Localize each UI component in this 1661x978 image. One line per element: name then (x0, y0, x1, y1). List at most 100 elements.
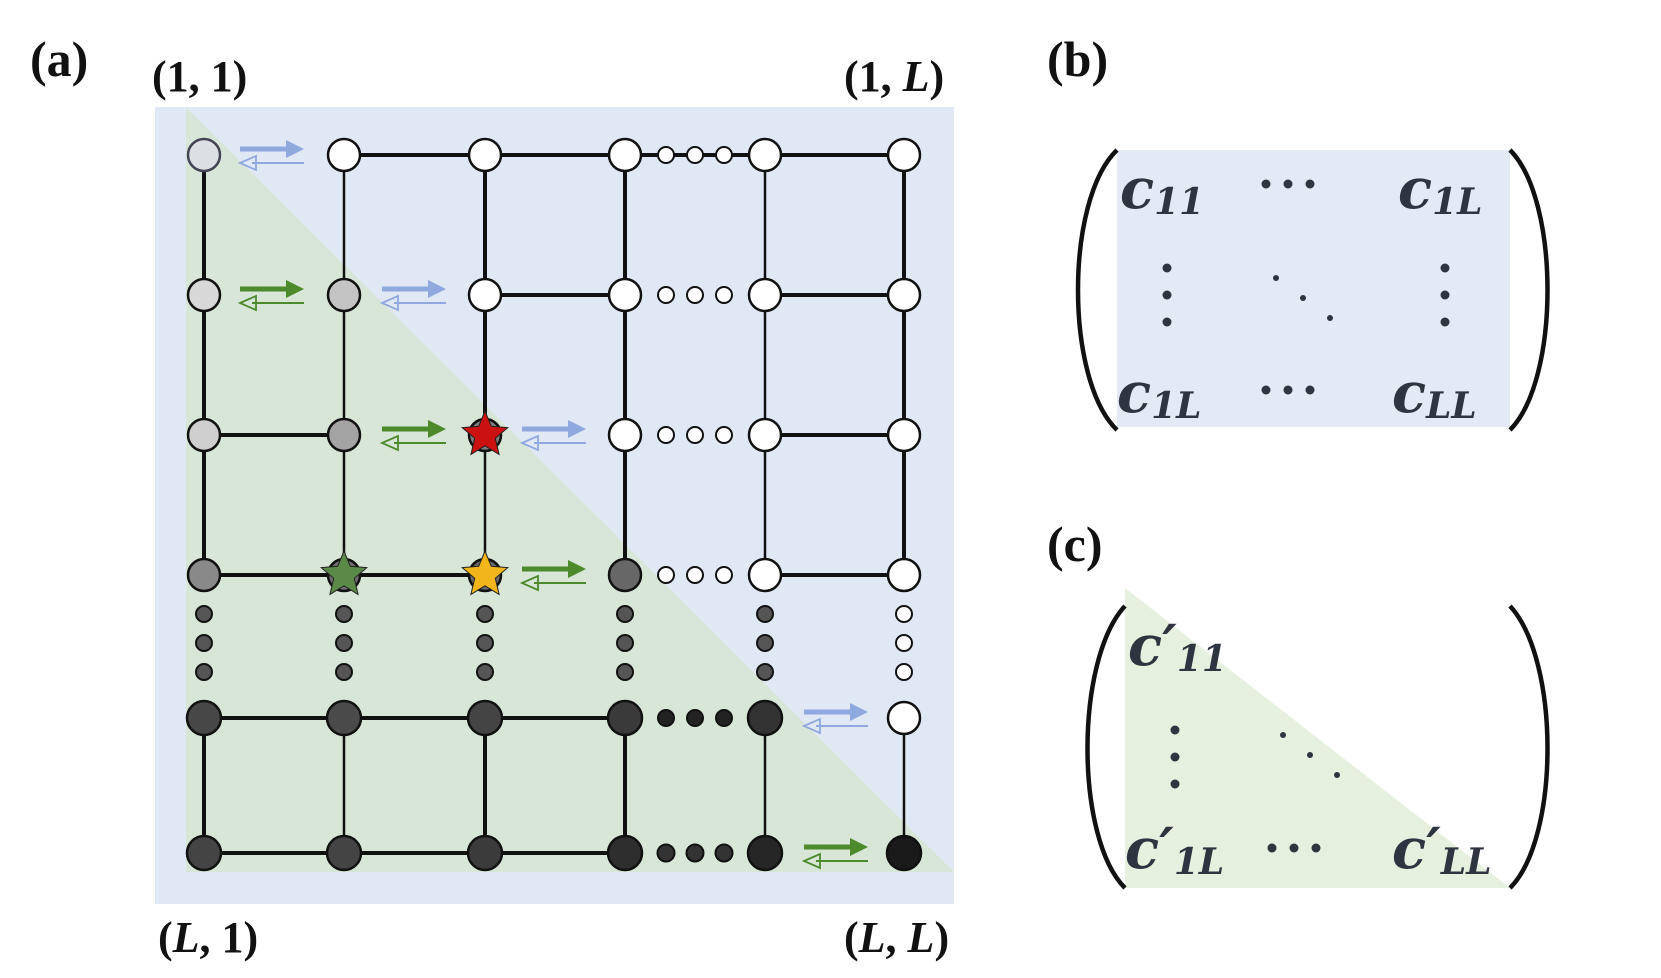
ellipsis-dot (195, 634, 213, 652)
ellipsis-dot (686, 286, 704, 304)
ellipsis-dot (616, 634, 634, 652)
ellipsis-dot (657, 426, 675, 444)
lattice-site (467, 277, 503, 313)
exchange-arrows-icon (237, 140, 304, 172)
matrix-b-vdots-right (1440, 263, 1450, 273)
green-star-icon (319, 549, 369, 596)
matrix-b-ellipses (1162, 179, 1450, 395)
ellipsis-dot (335, 605, 353, 623)
lattice-site (886, 417, 922, 453)
exchange-arrows-icon (801, 703, 868, 735)
lattice-site (747, 417, 783, 453)
matrix-c-entry-bottom-left: c′1L (1125, 816, 1224, 883)
ellipsis-dot (657, 146, 675, 164)
lattice-site (325, 834, 363, 872)
matrix-b-entry-top-left: c11 (1120, 156, 1204, 223)
lattice-site (607, 137, 643, 173)
matrix-c-background (1125, 588, 1510, 888)
lattice-site (885, 834, 923, 872)
ellipsis-dot (335, 634, 353, 652)
lattice-site (746, 834, 784, 872)
matrix-b-background (1117, 150, 1510, 427)
ellipsis-dot (895, 634, 913, 652)
matrix-c-ellipses (1170, 725, 1340, 853)
lattice-site (747, 277, 783, 313)
lattice-site (186, 137, 222, 173)
ellipsis-dot (476, 663, 494, 681)
lattice (185, 137, 923, 872)
matrix-b-hdots-bottom (1261, 385, 1271, 395)
exchange-arrows-icon (519, 420, 586, 452)
lattice-site (185, 699, 223, 737)
matrix-b-entry-top-right: c1L (1398, 156, 1482, 223)
lattice-site (886, 137, 922, 173)
matrix-b-ddots (1273, 275, 1279, 281)
lattice-site (886, 277, 922, 313)
ellipsis-dot (686, 566, 704, 584)
ellipsis-dot (657, 566, 675, 584)
ellipsis-dot (756, 663, 774, 681)
corner-label-bottom-right: (L, L) (844, 913, 949, 962)
corner-label-top-right: (1, L) (844, 52, 944, 101)
ellipsis-dot (685, 843, 705, 863)
matrix-b-right-paren (1508, 148, 1550, 432)
panel-label-c: (c) (1047, 516, 1103, 572)
ellipsis-dot (686, 426, 704, 444)
matrix-b-hdots-top (1261, 179, 1271, 189)
lattice-site (606, 834, 644, 872)
lattice-site (186, 557, 222, 593)
lower-triangle-region (186, 107, 954, 872)
corner-label-bottom-left: (L, 1) (158, 913, 258, 962)
exchange-arrows-icon (237, 280, 304, 312)
exchange-arrows-icon (801, 838, 868, 870)
lattice-site (607, 557, 643, 593)
ellipsis-dot (616, 663, 634, 681)
matrix-c-entry-top-left: c′11 (1128, 613, 1227, 680)
ellipsis-dot (195, 663, 213, 681)
matrix-c-ddots (1280, 732, 1286, 738)
ellipsis-dot (476, 634, 494, 652)
ellipsis-dot (715, 709, 733, 727)
matrix-c-right-paren (1508, 604, 1550, 890)
lattice-site (325, 699, 363, 737)
yellow-star-icon (460, 549, 510, 596)
matrix-c-entry-bottom-right: c′LL (1392, 816, 1492, 883)
lattice-site (747, 557, 783, 593)
ellipsis-dot (715, 426, 733, 444)
matrix-b-vdots-left (1162, 263, 1172, 273)
lattice-site (607, 277, 643, 313)
ellipsis-dot (657, 286, 675, 304)
ellipsis-dot (476, 605, 494, 623)
corner-label-top-left: (1, 1) (152, 52, 247, 101)
ellipsis-dot (656, 843, 676, 863)
lattice-site (466, 834, 504, 872)
lattice-site (326, 417, 362, 453)
lattice-site (186, 417, 222, 453)
lattice-site (746, 699, 784, 737)
ellipsis-dot (616, 605, 634, 623)
panel-label-b: (b) (1047, 31, 1108, 87)
lattice-site (747, 137, 783, 173)
lattice-site (886, 700, 922, 736)
lattice-site (607, 417, 643, 453)
matrix-c-left-paren (1085, 604, 1127, 890)
exchange-arrows-icon (379, 280, 446, 312)
exchange-arrows-icon (519, 560, 586, 592)
lattice-site (186, 277, 222, 313)
matrix-b-entry-bottom-right: cLL (1392, 360, 1477, 427)
matrix-c-vdots (1170, 725, 1180, 735)
lattice-site (466, 699, 504, 737)
ellipsis-dot (895, 605, 913, 623)
ellipsis-dot (657, 709, 675, 727)
ellipsis-dot (335, 663, 353, 681)
ellipsis-dot (686, 146, 704, 164)
ellipsis-dot (714, 843, 734, 863)
ellipsis-dot (686, 709, 704, 727)
ellipsis-dot (195, 605, 213, 623)
ellipsis-dot (756, 605, 774, 623)
lattice-site (886, 557, 922, 593)
panel-label-a: (a) (30, 31, 88, 87)
lattice-site (467, 137, 503, 173)
ellipsis-dot (715, 566, 733, 584)
